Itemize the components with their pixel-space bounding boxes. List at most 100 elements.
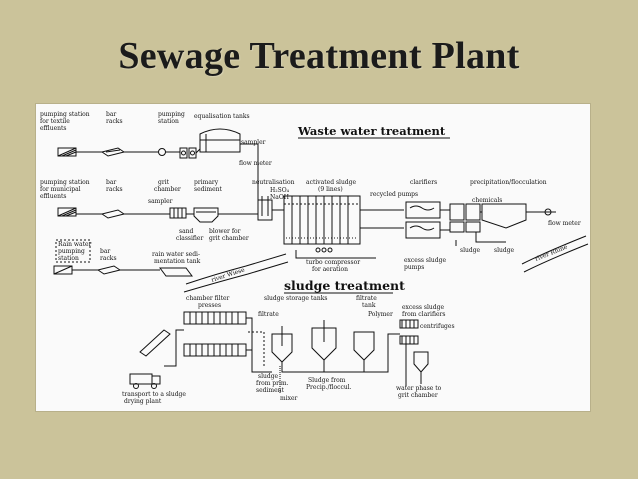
rain-water-label: Rain water [58,241,92,248]
sludge-prim-label: sludge [258,373,279,380]
grit-chamber-label: grit [158,179,170,186]
pumping-station-label-2: station [158,118,179,125]
precipitation-flocculation [449,203,527,233]
sludge-treatment-header: sludge treatment [284,278,405,293]
equalisation-tanks-row [179,147,197,159]
bar-racks-3-label-2: racks [100,255,117,262]
naoh-label: NaOH [270,194,289,201]
bar-racks-3 [96,265,122,275]
grit-chamber-label-2: chamber [154,186,181,193]
bar-racks-1-label: bar [106,111,116,118]
transport-truck [129,373,161,389]
activated-sludge-label-2: (9 lines) [318,186,343,193]
bar-racks-2-label: bar [106,179,116,186]
transport-label: transport to a sludge [122,391,186,398]
rain-water-station-box [55,239,91,263]
sludge-conveyor [139,329,171,357]
excess-from-clarifiers-label: excess sludge [402,304,444,311]
outlet-flow-meter [544,208,552,216]
bar-racks-2 [100,209,126,219]
clarifiers-label: clarifiers [410,179,437,186]
bar-racks-3-label: bar [100,248,110,255]
blower-label: blower for [209,228,241,235]
river-rhine: river Rhine [521,235,589,273]
process-diagram: Waste water treatment sludge treatment p… [36,104,590,411]
mixer-label: mixer [280,395,298,402]
municipal-pumping-station [57,207,77,217]
ps-municipal-label-3: effluents [40,193,67,200]
rain-pumping-station [53,265,73,275]
ps-municipal-label-2: for municipal [40,186,81,193]
sludge-2-label: sludge [494,247,515,254]
centrifuges-label: centrifuges [420,323,455,330]
waste-water-header: Waste water treatment [297,124,446,138]
primary-sediment-label-2: sediment [194,186,222,193]
equalisation-tanks [199,128,241,153]
excess-sludge-label-2: pumps [404,264,424,271]
water-phase-label: water phase to [396,385,442,392]
sludge-prim-label-3: sediment [256,387,284,394]
sludge-prim-label-2: from prim. [256,380,289,387]
filtrate-label: filtrate [258,311,279,318]
neutralisation-label: neutralisation [252,179,295,186]
neutralisation-tank [257,196,273,221]
sludge-storage-label: sludge storage tanks [264,295,327,302]
filtrate-tank-label: filtrate [356,295,377,302]
chamber-filter-press-2 [183,343,247,357]
rain-sedimentation-label: rain water sedi- [152,251,200,258]
flow-meter-2-label: flow meter [548,220,581,227]
blower-label-2: grit chamber [209,235,249,242]
chamber-filter-label: chamber filter [186,295,230,302]
slide-title: Sewage Treatment Plant [118,35,520,77]
river-rhine-label: river Rhine [534,243,569,262]
sludge-1-label: sludge [460,247,481,254]
activated-sludge-basins [283,195,361,245]
chemicals-label: chemicals [472,197,502,204]
turbo-compressor [315,247,333,253]
recycled-pumps-label: recycled pumps [370,191,418,198]
pumping-station-label: pumping [158,111,185,118]
sand-classifier-label-2: classifier [176,235,203,242]
bar-racks-2-label-2: racks [106,186,123,193]
sludge-storage-tank-1 [271,326,293,363]
water-phase-label-2: grit chamber [398,392,438,399]
sludge-storage-tank-2 [311,320,337,361]
primary-sediment [193,207,219,223]
equalisation-tanks-label: equalisation tanks [194,113,250,120]
rain-sedimentation-label-2: mentation tank [154,258,201,265]
grit-chamber [169,207,187,219]
textile-pumping-station [57,147,77,157]
activated-sludge-label: activated sludge [306,179,356,186]
turbo-compressor-label-2: for aeration [312,266,348,273]
chamber-filter-press-1 [183,311,247,325]
primary-sediment-label: primary [194,179,219,186]
sampler-1-label: sampler [241,139,266,146]
flow-meter-label: flow meter [239,160,272,167]
ps-textile-label-3: effluents [40,125,67,132]
ps-textile-label-2: for textile [40,118,70,125]
bar-racks-1 [100,147,126,157]
sludge-precip-label: Sludge from [308,377,346,384]
turbo-compressor-label: turbo compressor [306,259,360,266]
bar-racks-1-label-2: racks [106,118,123,125]
clarifiers [405,201,441,239]
ps-municipal-label: pumping station [40,179,90,186]
centrifuge-hopper [413,351,429,373]
river-wiese-label: river Wiese [210,266,246,284]
excess-from-clarifiers-label-2: from clarifiers [402,311,445,318]
excess-sludge-label: excess sludge [404,257,446,264]
sludge-precip-label-2: Precip./floccul. [306,384,352,391]
h2so4-label: H₂SO₄ [270,187,290,194]
filtrate-tank-label-2: tank [362,302,376,309]
centrifuge [399,319,419,345]
ps-textile-label: pumping station [40,111,90,118]
transport-label-2: drying plant [124,398,162,405]
pump-1 [158,148,166,156]
precipitation-label: precipitation/flocculation [470,179,547,186]
rain-sedimentation-tank [159,267,193,277]
chamber-filter-label-2: presses [198,302,221,309]
polymer-label: Polymer [368,311,393,318]
rain-water-label-3: station [58,255,79,262]
sand-classifier-label: sand [179,228,194,235]
sampler-2-label: sampler [148,198,173,205]
